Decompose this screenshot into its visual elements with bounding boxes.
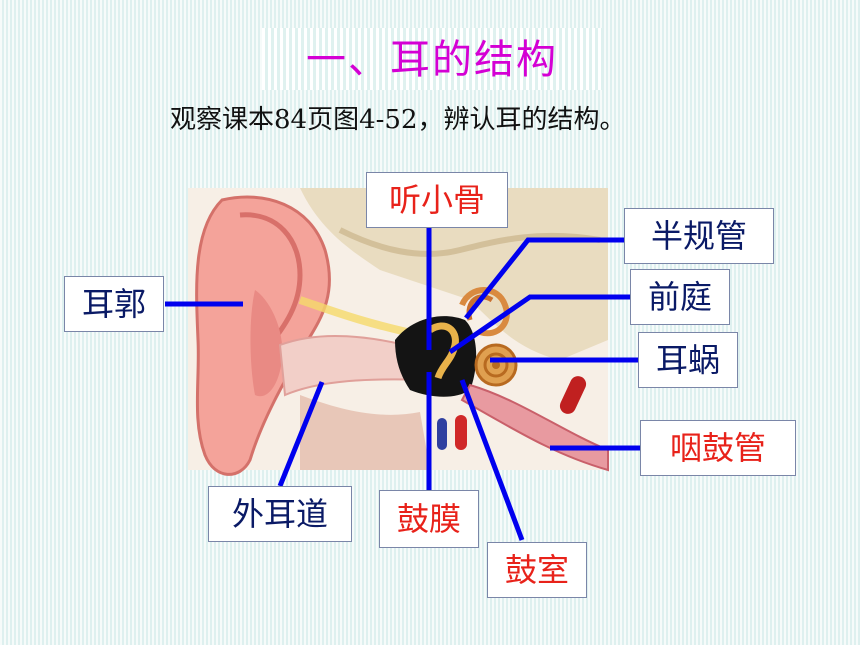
cartilage-layer xyxy=(298,296,421,339)
label-ossicles: 听小骨 xyxy=(366,172,508,228)
auricle-fold xyxy=(239,212,303,347)
cochlea-spiral xyxy=(483,352,509,378)
label-vestibule: 前庭 xyxy=(630,269,730,325)
title-band xyxy=(262,28,602,90)
label-eustachian-tube: 咽鼓管 xyxy=(640,420,796,476)
label-semicircular-canals: 半规管 xyxy=(624,208,774,264)
label-cochlea: 耳蜗 xyxy=(638,332,738,388)
ossicle-bones xyxy=(428,322,459,380)
bone-texture xyxy=(338,227,601,257)
pointer-lines xyxy=(165,228,640,541)
semicircular-canal-shape xyxy=(459,287,510,337)
label-ear-canal: 外耳道 xyxy=(208,486,352,542)
label-eardrum: 鼓膜 xyxy=(379,490,479,548)
pointer-vestibule xyxy=(448,294,630,355)
carotid-artery xyxy=(455,415,467,450)
vessel-right xyxy=(559,376,587,414)
lower-tissue xyxy=(300,395,430,470)
pointer-semicircular-canals xyxy=(464,237,624,320)
pointer-tympanic-cavity xyxy=(459,379,525,541)
jugular-vein xyxy=(437,418,447,450)
temporal-bone xyxy=(300,188,608,360)
instruction-text: 观察课本84页图4-52，辨认耳的结构。 xyxy=(170,105,626,135)
label-auricle: 耳郭 xyxy=(64,276,164,332)
page-title: 一、耳的结构 xyxy=(306,37,558,83)
label-tympanic-cavity: 鼓室 xyxy=(487,542,587,598)
cochlea-core xyxy=(492,361,500,369)
pointer-ear-canal xyxy=(277,381,325,487)
concha xyxy=(250,290,283,397)
